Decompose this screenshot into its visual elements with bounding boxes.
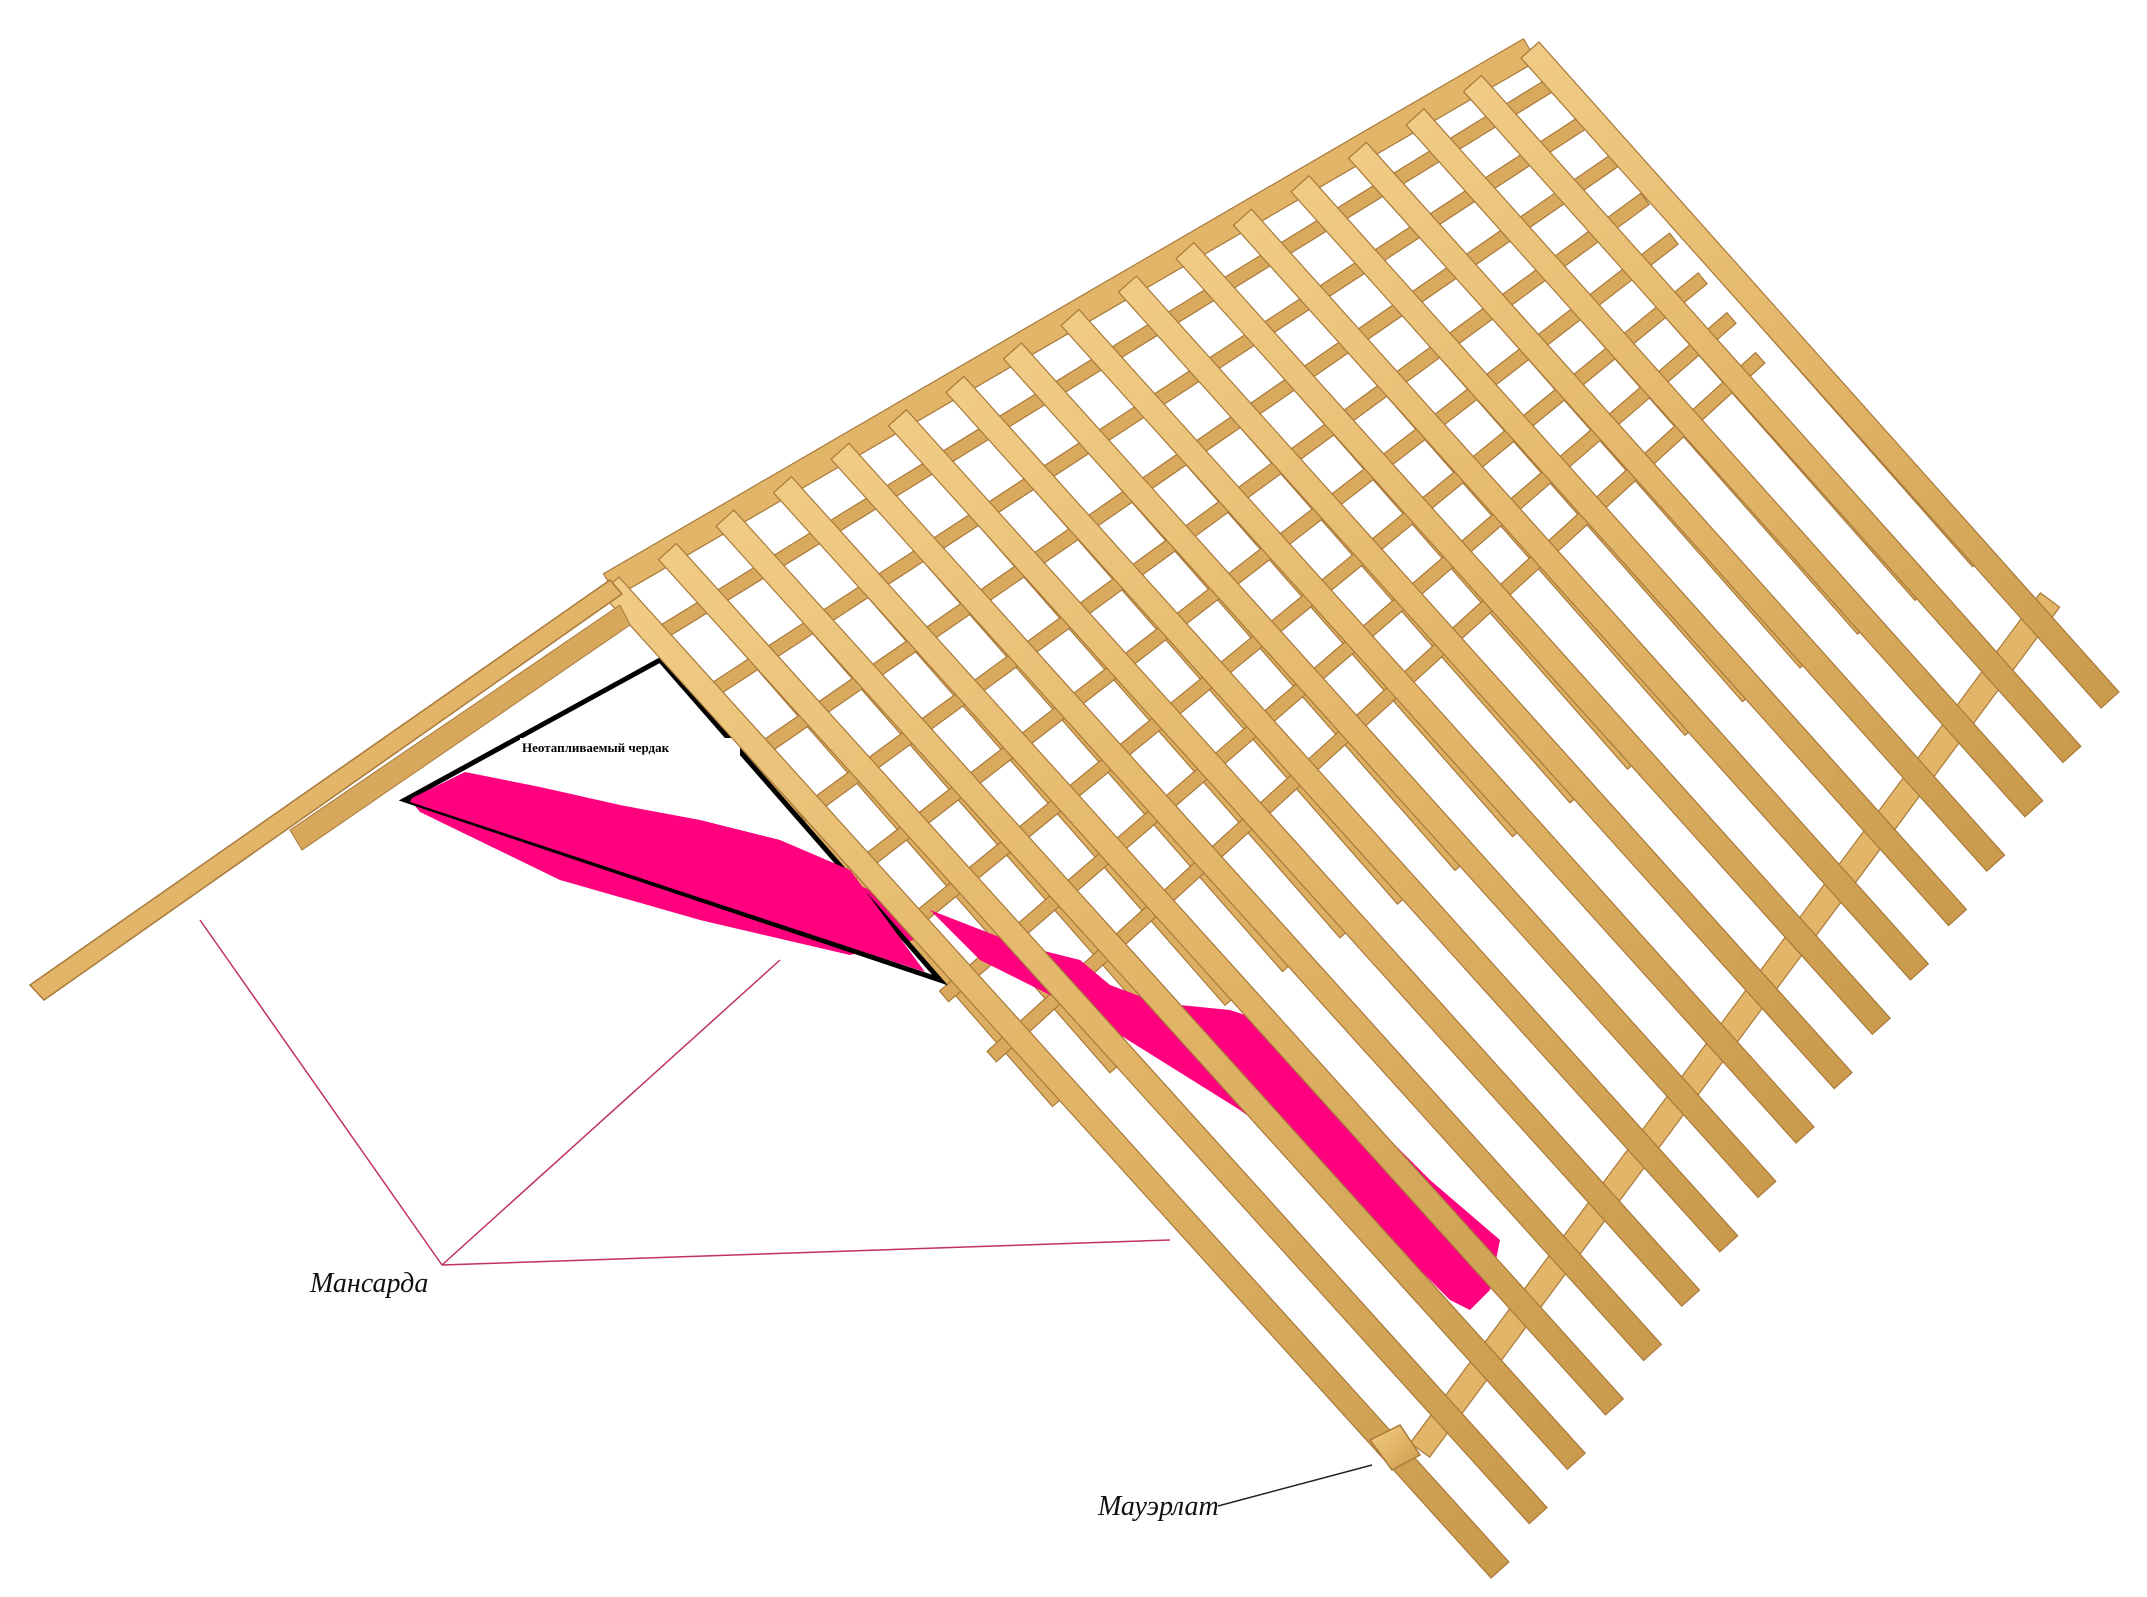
wall-plate-label: Мауэрлат (1097, 1491, 1219, 1522)
attic-label: Неотапливаемый чердак (522, 740, 670, 755)
front-rafters-group (600, 41, 2120, 1579)
front-rafter (1462, 74, 2082, 764)
front-rafter (1002, 342, 1777, 1199)
purlins-group (602, 37, 2061, 1458)
front-rafter (1175, 241, 1892, 1036)
gable-verge-beam-inner (289, 604, 631, 851)
front-rafter (1520, 41, 2120, 709)
mansard-label: Мансарда (309, 1268, 428, 1299)
insulation-in-triangle (410, 772, 925, 972)
gable-verge-beam (28, 578, 624, 1001)
front-rafter (830, 442, 1663, 1362)
purlin (938, 311, 1737, 1003)
wall-plate-leader-line (1217, 1464, 1373, 1507)
front-rafter (1347, 141, 2006, 872)
front-rafter (887, 408, 1701, 1308)
front-rafter (1232, 208, 1930, 981)
front-rafter (945, 375, 1739, 1253)
front-rafter (772, 475, 1625, 1416)
front-rafter (657, 542, 1548, 1525)
wall-plate-end (1368, 1424, 1422, 1471)
insulation-band-lower (930, 910, 1500, 1310)
front-rafter (715, 509, 1587, 1471)
front-rafter (1060, 308, 1815, 1144)
front-rafter (1405, 108, 2044, 818)
mansard-leader-lines (199, 919, 1171, 1266)
front-rafter (1290, 174, 1968, 927)
attic-label-box (520, 738, 740, 782)
front-rafter (1117, 275, 1853, 1090)
front-rafter (600, 576, 1510, 1579)
